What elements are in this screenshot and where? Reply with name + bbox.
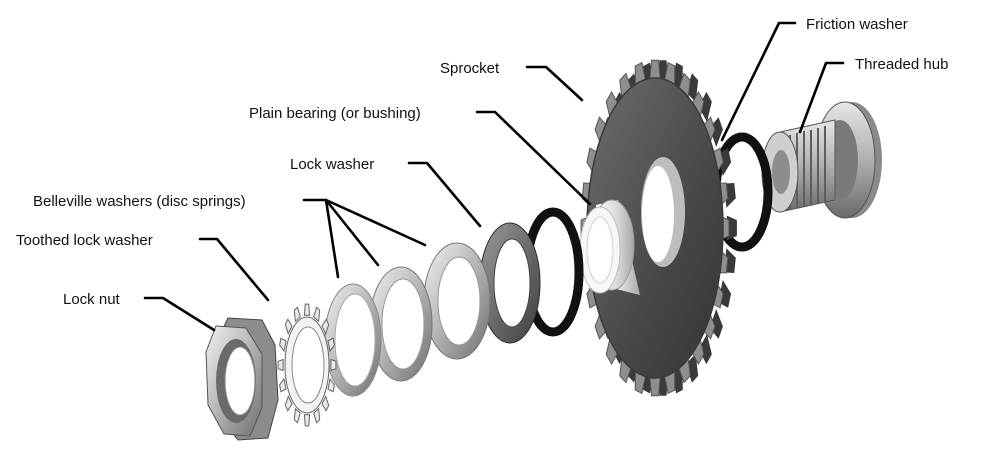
toothed-washer-tooth: [303, 414, 311, 427]
threaded-hub-part: [761, 101, 882, 219]
label-belleville-washers: Belleville washers (disc springs): [33, 193, 246, 210]
toothed-washer-tooth: [327, 377, 335, 393]
label-lock-nut: Lock nut: [63, 291, 121, 308]
toothed-washer-tooth: [321, 394, 330, 412]
label-threaded-hub: Threaded hub: [855, 56, 948, 73]
leader-toothed-lock-washer: [198, 237, 270, 302]
lock-washer-part: [479, 222, 541, 344]
toothed-lock-washer-part: [277, 303, 337, 427]
toothed-washer-tooth: [321, 318, 330, 336]
leader-lock-nut: [143, 296, 216, 332]
labels: Friction washer Threaded hub Sprocket Pl…: [16, 16, 948, 308]
toothed-washer-tooth: [277, 358, 284, 372]
label-sprocket: Sprocket: [440, 60, 500, 77]
belleville-washer-1: [324, 283, 382, 397]
toothed-washer-tooth: [279, 377, 287, 393]
leader-sprocket: [525, 65, 584, 102]
leader-plain-bearing: [475, 110, 592, 206]
sprocket-back-tooth: [685, 73, 699, 103]
toothed-washer-tooth: [293, 407, 301, 424]
leader-belleville-3: [324, 198, 427, 247]
sprocket-part: [580, 59, 737, 397]
toothed-washer-tooth: [327, 337, 335, 353]
sprocket-back-tooth: [698, 334, 712, 365]
plain-bearing-part: [579, 199, 640, 295]
toothed-washer-tooth: [313, 306, 321, 323]
leader-lines: [143, 21, 845, 332]
toothed-washer-tooth: [293, 306, 301, 323]
toothed-washer-tooth: [330, 358, 337, 372]
toothed-washer-tooth: [303, 303, 311, 316]
leader-belleville-2: [324, 198, 380, 267]
label-friction-washer: Friction washer: [806, 16, 908, 33]
belleville-washer-2: [369, 266, 433, 382]
toothed-washer-tooth: [279, 337, 287, 353]
toothed-washer-tooth: [284, 318, 293, 336]
leader-threaded-hub: [798, 61, 845, 134]
toothed-washer-tooth: [313, 407, 321, 424]
label-plain-bearing: Plain bearing (or bushing): [249, 105, 421, 122]
toothed-washer-tooth: [284, 394, 293, 412]
sprocket-back-tooth: [685, 353, 699, 383]
belleville-washer-3: [423, 242, 491, 360]
label-lock-washer: Lock washer: [290, 156, 374, 173]
lock-nut-part: [205, 317, 279, 441]
leader-belleville-1: [302, 198, 340, 279]
leader-lock-washer: [407, 161, 482, 228]
sprocket-back-tooth: [698, 91, 712, 122]
label-toothed-lock-washer: Toothed lock washer: [16, 232, 153, 249]
leader-friction-washer: [720, 21, 797, 142]
